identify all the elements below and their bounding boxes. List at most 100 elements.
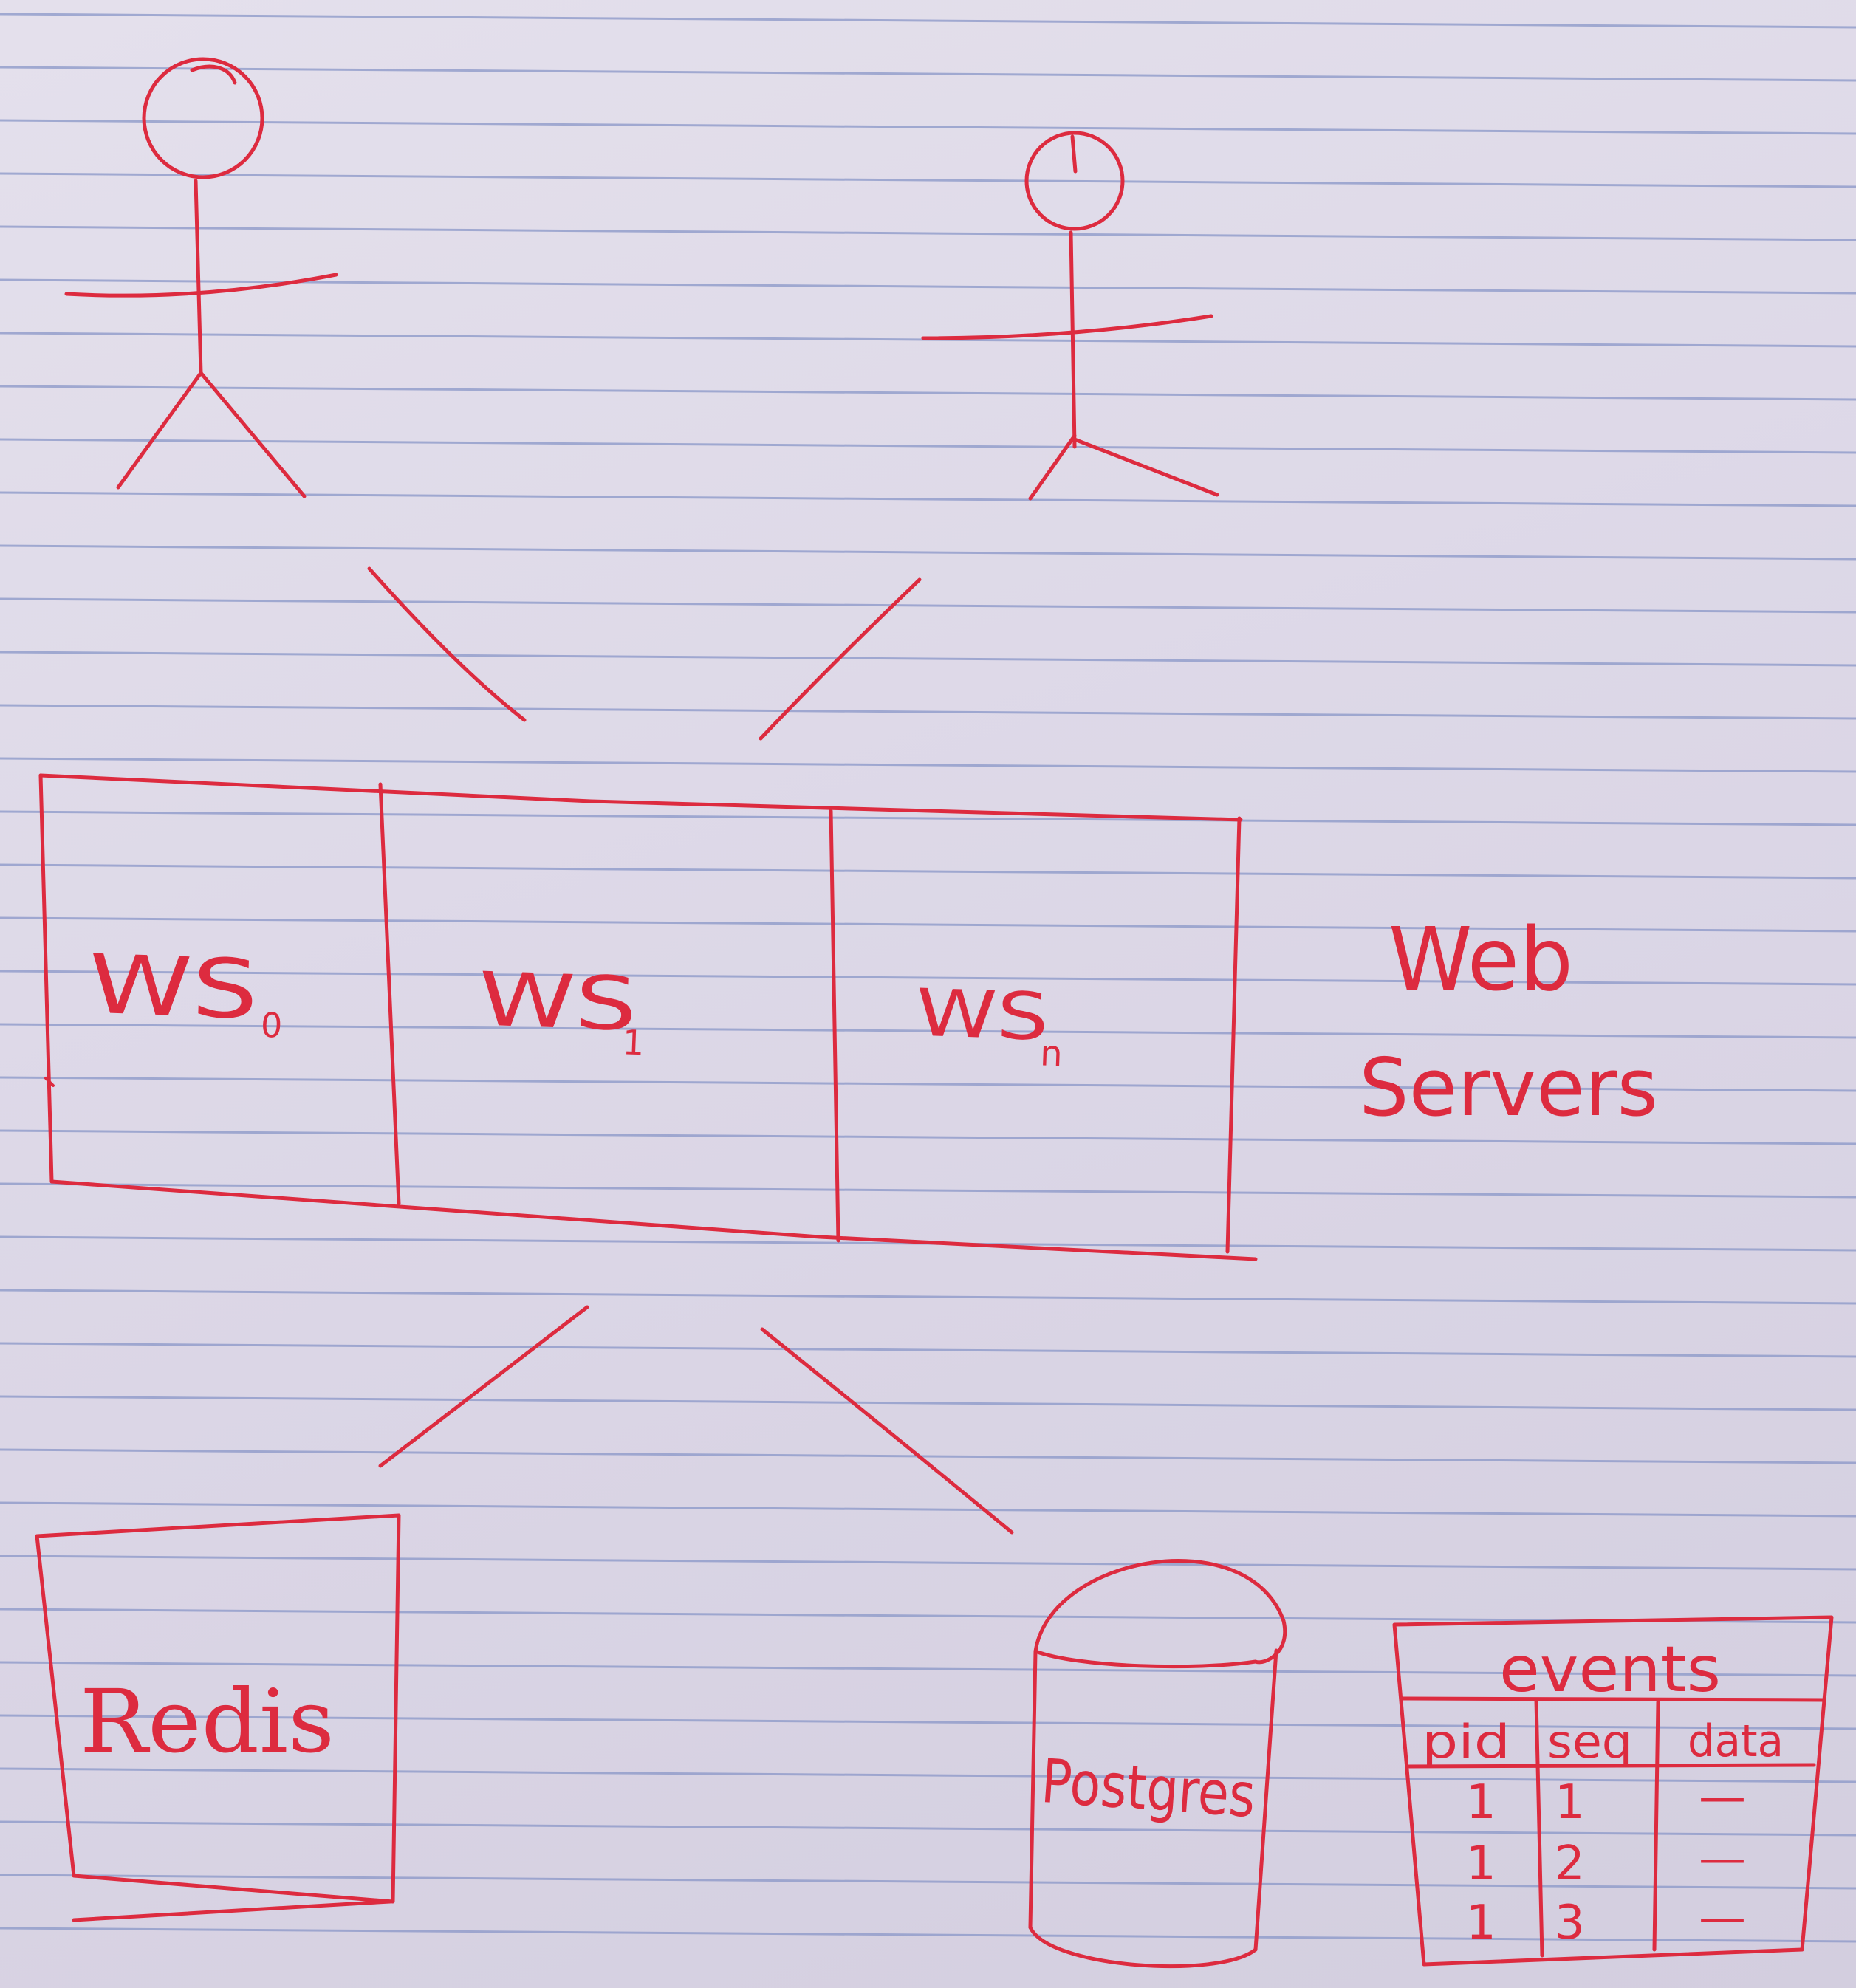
web-servers-caption-line1: Web xyxy=(1388,908,1573,1010)
events-table-cell-data: — xyxy=(1699,1831,1746,1886)
user-figure-right xyxy=(921,131,1219,501)
ruled-line xyxy=(0,172,1856,188)
user-right-leg-left xyxy=(1028,433,1077,501)
server-label-ws1-main: WS xyxy=(477,956,639,1047)
events-table-row: 1 3 — xyxy=(1466,1891,1746,1950)
events-table-title: events xyxy=(1499,1633,1721,1707)
events-table-header-divider xyxy=(1405,1763,1816,1769)
server-label-ws0-main: WS xyxy=(87,937,260,1038)
user-left-leg-left xyxy=(116,371,203,490)
postgres-database: Postgres xyxy=(1028,1559,1287,1969)
servers-left-tick xyxy=(44,1077,55,1087)
ruled-line xyxy=(0,651,1856,667)
server-label-wsn-main: WS xyxy=(914,975,1049,1055)
servers-left-edge xyxy=(38,773,54,1184)
redis-box-outline xyxy=(35,1513,401,1904)
ruled-line xyxy=(0,810,1856,826)
ruled-line xyxy=(0,1767,1856,1783)
user-left-head xyxy=(142,57,264,179)
connector-user-left-to-servers xyxy=(367,566,527,722)
user-right-head xyxy=(1024,131,1125,231)
connector-user-right-to-servers xyxy=(759,577,922,741)
ruled-line xyxy=(0,385,1856,401)
user-right-arms xyxy=(921,314,1213,340)
ruled-line xyxy=(0,278,1856,295)
events-table-cell-pid: 1 xyxy=(1466,1837,1496,1891)
servers-divider-1 xyxy=(378,782,401,1206)
user-right-head-mark xyxy=(1070,134,1078,174)
postgres-bottom xyxy=(1028,1925,1258,1969)
ruled-line xyxy=(0,1076,1856,1092)
ruled-line xyxy=(0,704,1856,720)
ruled-line xyxy=(0,1608,1856,1624)
events-table-cell-seq: 1 xyxy=(1555,1775,1585,1830)
user-right-body xyxy=(1069,230,1077,449)
ruled-line xyxy=(0,491,1856,507)
events-table-header-pid: pid xyxy=(1422,1715,1510,1769)
user-left-arms xyxy=(64,273,338,298)
server-label-ws0-sub: 0 xyxy=(260,1005,283,1046)
ruled-line xyxy=(0,13,1856,29)
ruled-line xyxy=(0,225,1856,241)
server-label-wsn-sub: n xyxy=(1039,1032,1063,1074)
server-label-ws0: WS 0 xyxy=(87,937,284,1046)
user-right-leg-right xyxy=(1072,437,1219,497)
server-label-wsn: WS n xyxy=(914,975,1063,1075)
ruled-line xyxy=(0,1501,1856,1518)
user-left-leg-right xyxy=(199,371,307,498)
redis-box-base-line xyxy=(72,1899,392,1922)
user-left-hair xyxy=(190,64,237,85)
events-table-cell-pid: 1 xyxy=(1466,1896,1496,1950)
postgres-right-side xyxy=(1253,1648,1278,1952)
ruled-line xyxy=(0,1714,1856,1730)
events-table-col-divider-2 xyxy=(1652,1700,1660,1952)
postgres-left-side xyxy=(1028,1649,1038,1930)
web-servers-caption-line2: Servers xyxy=(1359,1042,1658,1134)
events-table-cell-data: — xyxy=(1699,1770,1746,1825)
redis-box: Redis xyxy=(35,1513,401,1922)
events-table-header-data: data xyxy=(1688,1715,1784,1767)
events-table-title-divider xyxy=(1400,1696,1825,1702)
web-servers-block xyxy=(38,773,1258,1261)
user-left-body xyxy=(194,179,203,375)
ruled-line xyxy=(0,1289,1856,1305)
events-table-cell-seq: 3 xyxy=(1555,1896,1585,1950)
ruled-line xyxy=(0,1023,1856,1039)
events-table-col-divider-1 xyxy=(1534,1698,1544,1958)
events-table-row: 1 1 — xyxy=(1466,1770,1746,1830)
ruled-line xyxy=(0,1182,1856,1199)
server-label-ws1-sub: 1 xyxy=(622,1022,645,1063)
server-label-ws1: WS 1 xyxy=(477,956,645,1063)
servers-right-edge xyxy=(1225,816,1242,1254)
ruled-line xyxy=(0,863,1856,880)
connector-servers-to-postgres xyxy=(760,1327,1014,1535)
ruled-line xyxy=(0,1555,1856,1571)
servers-divider-2 xyxy=(829,809,840,1243)
user-figure-left xyxy=(64,57,338,498)
events-table-header-seq: seq xyxy=(1547,1715,1632,1769)
ruled-line xyxy=(0,597,1856,614)
ruled-line xyxy=(0,970,1856,986)
ruled-line xyxy=(0,1820,1856,1837)
ruled-line xyxy=(0,1927,1856,1943)
ruled-line xyxy=(0,1342,1856,1358)
ruled-line xyxy=(0,119,1856,135)
redis-label: Redis xyxy=(80,1670,335,1772)
events-table-cell-data: — xyxy=(1699,1891,1746,1945)
ruled-line xyxy=(0,1129,1856,1145)
ruled-lines xyxy=(0,13,1856,1943)
servers-top-edge xyxy=(38,773,1243,822)
events-table-outline xyxy=(1392,1615,1834,1967)
connector-servers-to-redis xyxy=(378,1305,589,1468)
ruled-line xyxy=(0,1448,1856,1464)
ruled-line xyxy=(0,1874,1856,1890)
ruled-line xyxy=(0,916,1856,933)
ruled-line xyxy=(0,544,1856,561)
postgres-label: Postgres xyxy=(1039,1747,1258,1831)
ruled-line xyxy=(0,1661,1856,1677)
ruled-line xyxy=(0,1395,1856,1411)
events-table-cell-pid: 1 xyxy=(1466,1775,1496,1830)
ruled-line xyxy=(0,66,1856,82)
